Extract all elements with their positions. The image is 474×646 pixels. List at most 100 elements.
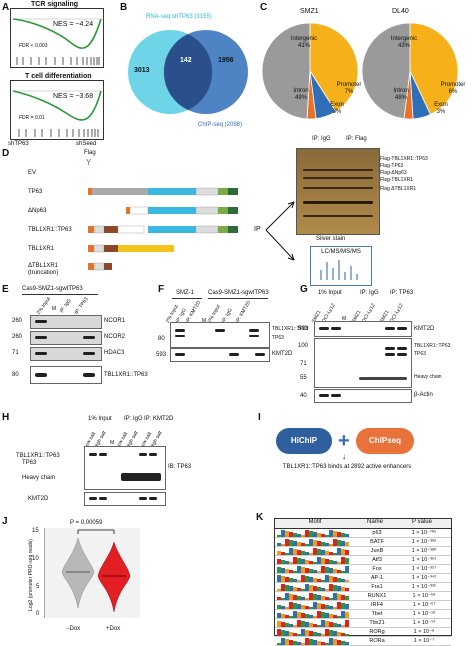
blot-e-name-4: TBL1XR1::TP63 — [104, 372, 148, 378]
gsea-fdr-tcell: FDR = 0.01 — [19, 115, 45, 121]
blot-g-h1: 1% Input — [318, 290, 342, 296]
blot-f-header-1: SMZ-1 — [176, 290, 194, 296]
construct-tp63: TP63 — [28, 189, 43, 195]
ms-label: LC/MS/MS/MS — [321, 249, 361, 255]
motif-pvalue: 1 × 10⁻⁷⁰⁶ — [411, 530, 437, 536]
motif-logo — [275, 565, 357, 573]
motif-name: RORg — [369, 629, 385, 635]
violin-plot — [44, 528, 140, 618]
ip-igg-header: IP: IgG — [312, 136, 331, 142]
panel-i-label: I — [258, 412, 261, 423]
violin-ytick-5: 5 — [36, 584, 40, 590]
blot-g-band-1: KMT2D — [414, 326, 435, 332]
blot-f-tp63 — [170, 322, 270, 348]
motif-pvalue: 1 × 10⁻¹⁴ — [412, 620, 436, 626]
blot-e-name-3: HDAC3 — [104, 350, 125, 356]
blot-g-mw-3: 71 — [300, 361, 307, 367]
venn-right-count: 1956 — [218, 57, 234, 64]
pvalue-col-header: P value — [412, 519, 432, 525]
violin-group-1: −Dox — [66, 626, 81, 632]
motif-logo — [275, 529, 357, 537]
motif-name: Tbet — [371, 611, 383, 617]
blot-h-ib: IB: TP63 — [168, 464, 192, 470]
motif-logo — [275, 574, 357, 582]
blot-g-h2: IP: IgG — [360, 290, 379, 296]
blot-e-fusion — [30, 366, 102, 384]
motif-logo — [275, 619, 357, 627]
motif-name: RORa — [369, 638, 385, 644]
violin-ylabel: Log2 (promoter PRO-seq reads) — [28, 539, 34, 611]
blot-e-hdac3 — [30, 347, 102, 361]
blot-g-band-3: TP63 — [414, 351, 426, 357]
ms-box: LC/MS/MS/MS — [310, 246, 372, 286]
motif-name: Atf3 — [372, 557, 382, 563]
hichip-pill: HiChIP — [276, 428, 332, 454]
motif-name: AP-1 — [370, 575, 384, 581]
panel-h-label: H — [2, 412, 10, 423]
blot-f-header-2: Cas9-SMZ1-sgwtTP63 — [208, 290, 269, 296]
motif-row: Atf3 1 × 10⁻³⁶¹ — [275, 556, 451, 565]
gsea-title-tcr: TCR signaling — [31, 1, 79, 8]
motif-name: BATF — [370, 539, 384, 545]
gsea-curve-tcell — [12, 90, 102, 137]
blot-f-lane-3: IP: KMT2D — [184, 299, 203, 324]
motif-name: Fos — [372, 566, 382, 572]
blot-e-lane-2: M — [52, 306, 57, 312]
venn-left-count: 3013 — [134, 67, 150, 74]
venn-overlap-count: 142 — [180, 57, 192, 64]
gsea-curve-tcr — [12, 18, 102, 65]
motif-logo — [275, 601, 357, 609]
violin-group-2: +Dox — [106, 626, 121, 632]
gsea-plot-tcell: T cell differentiation NES = −3.68 FDR =… — [10, 73, 104, 140]
violin-ytick-10: 10 — [32, 556, 39, 562]
ip-arrows — [265, 201, 295, 261]
blot-e-mw-3: 71 — [12, 350, 19, 356]
blot-g-mw-2: 100 — [298, 343, 309, 349]
blot-h-h2: IP: IgG — [124, 416, 143, 422]
panel-k-label: K — [256, 512, 264, 523]
blot-e-mw-2: 260 — [12, 334, 23, 340]
blot-h-lane-3: M — [110, 440, 115, 446]
motif-pvalue: 1 × 10⁻³⁸⁰ — [411, 548, 437, 554]
motif-pvalue: 1 × 10⁻⁶⁸ — [412, 593, 436, 599]
blot-h-kmt-label: KMT2D — [28, 496, 49, 502]
blot-h-h1: 1% Input — [88, 416, 112, 422]
blot-g-mw-4: 55 — [300, 375, 307, 381]
motif-name: JunB — [370, 548, 384, 554]
blot-f-band-3: KMT2D — [272, 351, 293, 357]
panel-a-label: A — [2, 2, 10, 13]
blot-f-band-2: TP63 — [272, 335, 284, 341]
violin-ytick-15: 15 — [32, 528, 39, 534]
gsea-title-tcell: T cell differentiation — [25, 73, 92, 80]
blot-g-mw-5: 40 — [300, 393, 307, 399]
blot-g-mw-1: 593 — [298, 326, 309, 332]
gsea-nes-tcr: NES = −4.24 — [53, 21, 94, 28]
panel-d-label: D — [2, 148, 10, 159]
silver-stain-gel — [296, 148, 380, 235]
motif-logo — [275, 628, 357, 636]
construct-truncation: (truncation) — [28, 270, 59, 276]
construct-ev: EV — [28, 170, 37, 176]
motif-row: RORa 1 × 10⁻⁷ — [275, 637, 451, 646]
ip-arrow-label: IP — [254, 226, 261, 233]
motif-pvalue: 1 × 10⁻⁷ — [413, 638, 435, 644]
violin-p-value: P = 0.00059 — [70, 520, 103, 526]
band-label-dnp63: Flag-ΔNp63 — [380, 170, 407, 176]
motif-pvalue: 1 × 10⁻³⁶¹ — [411, 557, 437, 563]
construct-diagrams — [88, 187, 238, 271]
blot-e-ncor1 — [30, 315, 102, 329]
motif-name: IRF4 — [371, 602, 383, 608]
chipseq-pill: ChIPseq — [356, 428, 414, 454]
blot-f-lane-7: IP: KMT2D — [234, 299, 253, 324]
panel-c-label: C — [260, 2, 268, 13]
